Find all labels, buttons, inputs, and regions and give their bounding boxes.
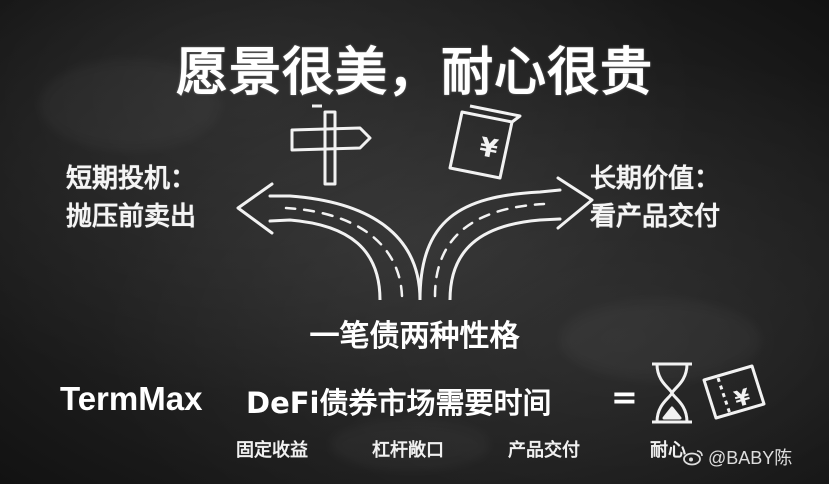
yen-banknote-icon: ¥: [448, 104, 522, 180]
weibo-logo-icon: [683, 450, 703, 466]
long-term-line1: 长期价值：: [590, 164, 721, 194]
short-term-line1: 短期投机：: [66, 164, 197, 194]
subtitle: 一笔债两种性格: [309, 319, 520, 354]
patience-icons: ¥: [652, 362, 766, 424]
caption-patience: 耐心: [650, 440, 686, 461]
short-term-line2: 抛压前卖出: [66, 202, 197, 232]
long-term-label: 长期价值： 看产品交付: [590, 160, 720, 236]
equals-sign: =: [611, 378, 638, 416]
yen-ticket-icon: ¥: [702, 364, 766, 420]
hourglass-icon: [652, 362, 692, 424]
svg-text:¥: ¥: [732, 385, 754, 413]
page-title: 愿景很美，耐心很贵: [175, 43, 653, 103]
left-arrow: [236, 182, 422, 300]
watermark: @BABY陈: [682, 444, 792, 470]
watermark-text: @BABY陈: [708, 448, 793, 468]
forked-road-illustration: ¥: [236, 104, 594, 300]
long-term-line2: 看产品交付: [590, 202, 721, 232]
brand-name: TermMax: [60, 380, 203, 417]
caption-product-delivery: 产品交付: [508, 440, 580, 461]
svg-text:¥: ¥: [477, 132, 500, 165]
caption-fixed-income: 固定收益: [236, 440, 308, 461]
caption-leverage-exposure: 杠杆敞口: [372, 440, 444, 461]
right-arrow: [418, 176, 594, 300]
signpost-icon: [290, 104, 372, 186]
short-term-label: 短期投机： 抛压前卖出: [66, 160, 196, 236]
market-statement: DeFi债券市场需要时间: [246, 386, 552, 420]
